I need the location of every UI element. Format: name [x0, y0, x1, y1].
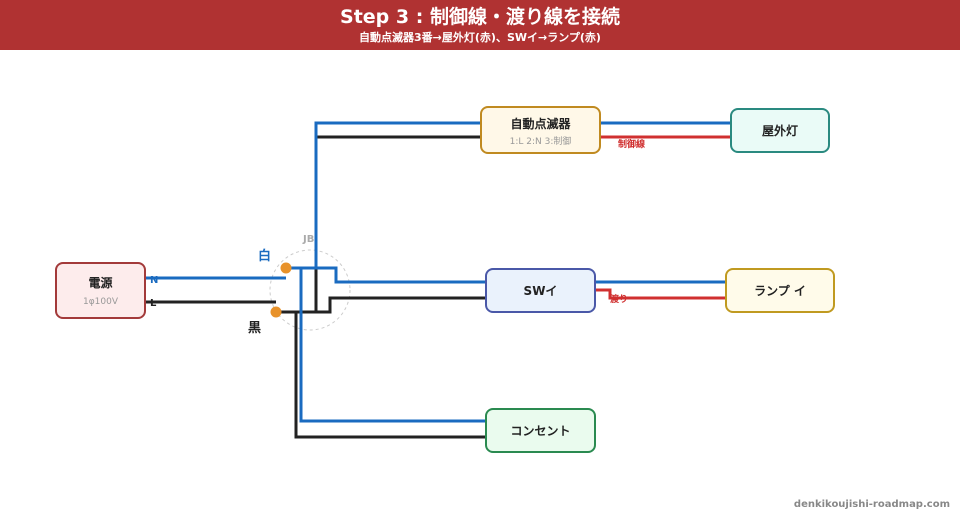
- control-wires: [596, 135, 731, 300]
- jumper-wire-label: 渡り: [610, 293, 628, 305]
- black-joint-dot: [270, 306, 282, 318]
- auto-switch-node: 自動点滅器 1:L 2:N 3:制御: [480, 106, 601, 154]
- page-title: Step 3 : 制御線・渡り線を接続: [340, 6, 620, 28]
- junction-box-outline: [269, 249, 351, 331]
- neutral-wires: [145, 121, 731, 423]
- switch-i-node: SWイ: [485, 268, 596, 313]
- header-banner: Step 3 : 制御線・渡り線を接続 自動点滅器3番→屋外灯(赤)、SWイ→ラ…: [0, 0, 960, 50]
- junction-box-label: JB: [302, 234, 314, 245]
- auto-switch-terminals: 1:L 2:N 3:制御: [510, 135, 572, 147]
- wire-live-auto-switch: [314, 135, 481, 312]
- outlet-label: コンセント: [510, 424, 570, 438]
- l-terminal-label: L: [150, 298, 157, 309]
- white-joint-dot: [280, 262, 292, 274]
- black-wire-label: 黒: [248, 320, 261, 336]
- power-source-node: 電源 1φ100V: [55, 262, 146, 319]
- white-wire-label: 白: [258, 248, 271, 264]
- lamp-i-label: ランプ イ: [754, 283, 806, 298]
- lamp-i-node: ランプ イ: [725, 268, 835, 313]
- page-subtitle: 自動点滅器3番→屋外灯(赤)、SWイ→ランプ(赤): [359, 31, 601, 44]
- wire-neutral-auto-switch: [314, 121, 481, 268]
- wire-live-switch: [276, 296, 486, 314]
- n-terminal-label: N: [150, 275, 158, 286]
- wire-live-outlet: [294, 312, 486, 439]
- outlet-node: コンセント: [485, 408, 596, 453]
- control-wire-label: 制御線: [618, 138, 645, 150]
- outdoor-light-label: 屋外灯: [762, 123, 798, 138]
- footer-site: denkikoujishi-roadmap.com: [793, 499, 950, 510]
- switch-i-label: SWイ: [524, 284, 558, 298]
- wire-neutral-outlet: [299, 268, 486, 423]
- outdoor-light-node: 屋外灯: [730, 108, 830, 153]
- power-source-label: 電源: [88, 275, 112, 290]
- power-source-spec: 1φ100V: [83, 297, 119, 307]
- auto-switch-label: 自動点滅器: [510, 116, 571, 131]
- wire-jumper: [596, 288, 726, 300]
